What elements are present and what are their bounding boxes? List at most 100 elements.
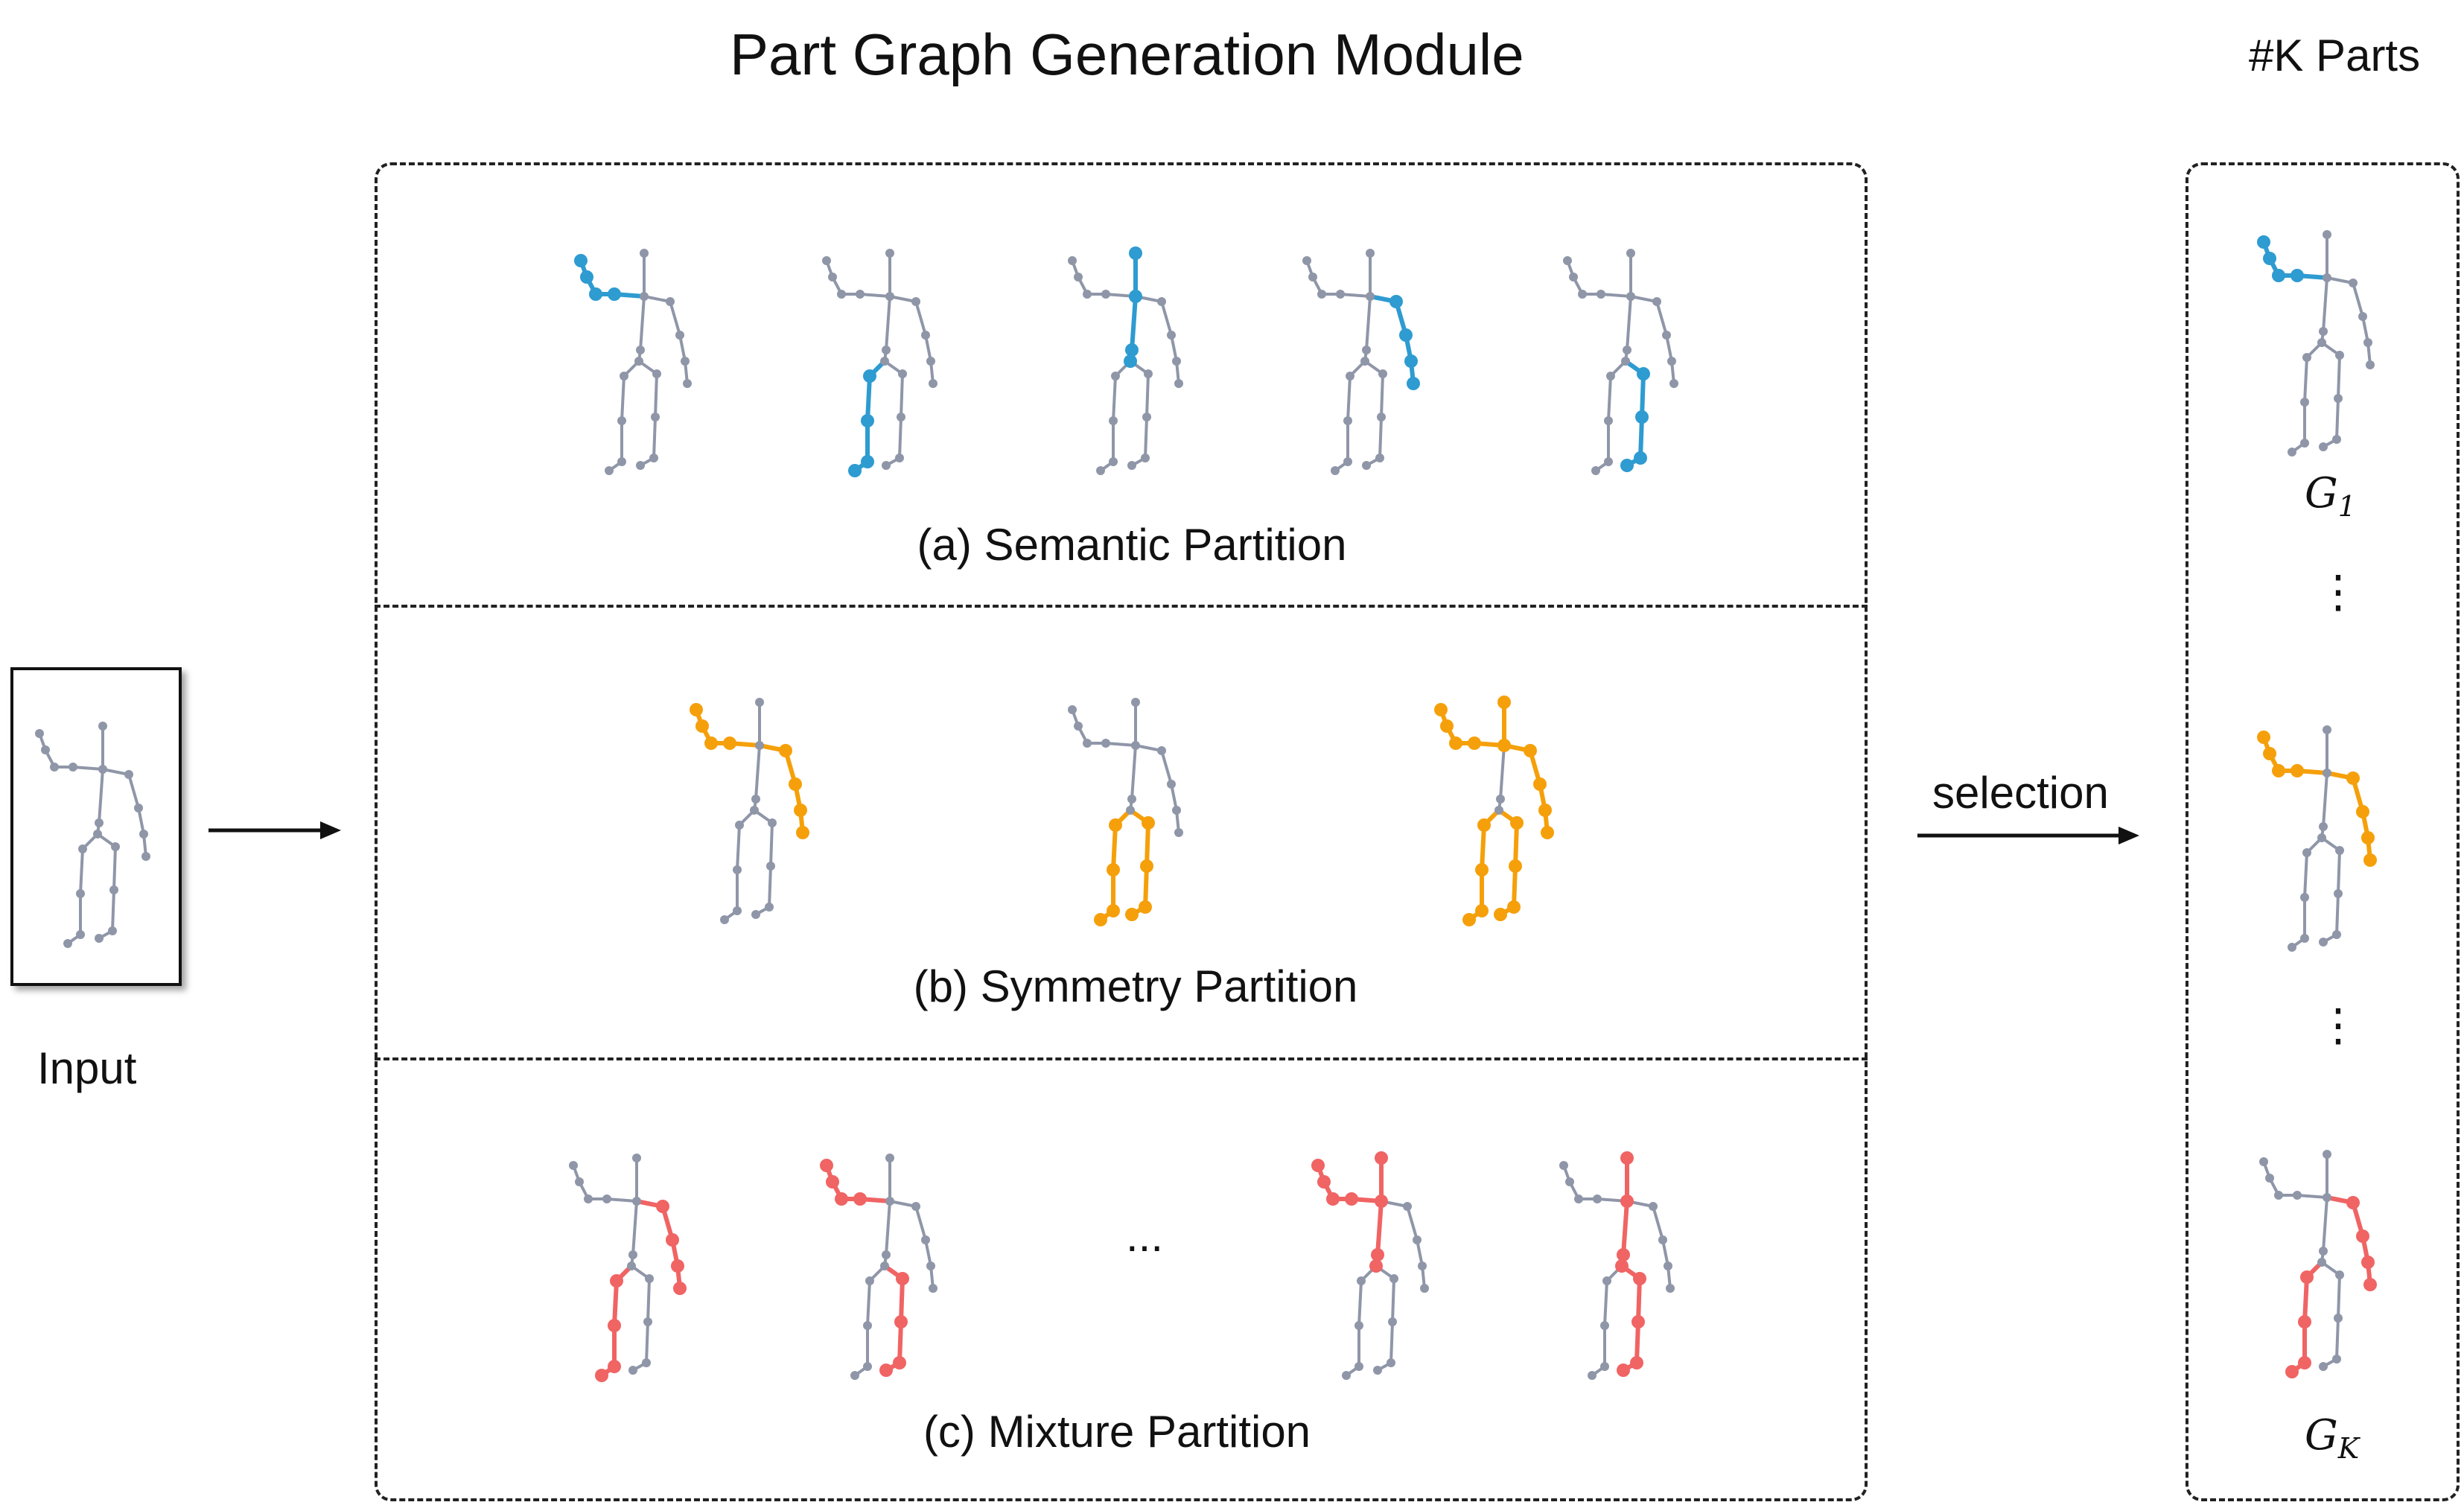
joint	[2290, 269, 2304, 282]
joint	[2363, 1278, 2377, 1291]
bone	[112, 845, 117, 891]
joint	[2323, 725, 2331, 734]
bone	[866, 1279, 871, 1327]
joint	[1510, 816, 1524, 830]
joint	[584, 1194, 593, 1203]
joint	[1336, 290, 1345, 299]
joint	[1468, 736, 1481, 750]
joint	[1366, 292, 1375, 301]
joint	[2317, 833, 2326, 842]
joint	[2288, 943, 2296, 952]
bone	[1378, 416, 1383, 459]
joint	[1664, 1262, 1672, 1270]
joint	[921, 331, 930, 340]
joint	[768, 818, 777, 827]
joint	[1604, 457, 1613, 466]
joint	[1626, 292, 1635, 301]
joint	[2366, 360, 2375, 369]
joint	[1507, 900, 1521, 914]
joint	[911, 1202, 920, 1211]
joint	[1326, 1192, 1340, 1206]
joint	[1378, 369, 1387, 378]
joint	[929, 379, 937, 388]
joint	[2257, 235, 2270, 249]
bone	[71, 766, 104, 771]
joint	[1172, 357, 1181, 366]
joint	[1107, 863, 1120, 877]
joint	[1449, 736, 1462, 750]
joint	[1131, 741, 1140, 750]
bone	[669, 300, 681, 337]
joint	[1342, 1371, 1351, 1380]
joint	[835, 1192, 848, 1206]
joint	[1126, 806, 1135, 815]
joint	[1167, 780, 1176, 789]
joint	[2323, 769, 2331, 777]
bone	[1480, 823, 1486, 872]
bone	[1144, 416, 1148, 459]
joint	[1371, 1248, 1384, 1262]
joint	[2349, 279, 2358, 287]
joint	[1524, 744, 1537, 757]
bone	[1346, 375, 1352, 422]
joint	[861, 455, 874, 468]
joint	[78, 844, 87, 853]
joint	[879, 1364, 893, 1377]
joint	[1596, 290, 1605, 299]
joint	[1141, 454, 1150, 462]
joint	[1541, 826, 1554, 839]
mixture-partition-label: (c) Mixture Partition	[923, 1407, 1311, 1457]
joint	[41, 745, 50, 754]
joint	[1140, 859, 1153, 873]
bone	[2303, 356, 2308, 404]
joint	[1389, 295, 1403, 308]
joint	[1375, 454, 1384, 462]
joint	[675, 331, 684, 340]
semantic-skeleton-4	[1302, 249, 1420, 475]
joint	[1157, 746, 1166, 755]
vertical-dots-2: ⋮	[2316, 1000, 2360, 1050]
joint	[1652, 297, 1661, 306]
joint	[1588, 1371, 1596, 1380]
joint	[2356, 1229, 2369, 1243]
joint	[1631, 1315, 1645, 1329]
joint	[1142, 413, 1151, 421]
input-arrow	[208, 821, 341, 839]
joint	[640, 292, 649, 301]
joint	[620, 372, 628, 381]
bone	[859, 293, 891, 298]
joint	[2323, 1193, 2331, 1202]
bone	[1512, 864, 1518, 909]
joint	[1354, 1362, 1363, 1371]
joint	[1440, 719, 1454, 733]
mixture-skeleton-3	[1311, 1151, 1429, 1380]
joint	[632, 1197, 641, 1206]
joint	[1403, 1202, 1412, 1211]
joint	[1404, 354, 1418, 368]
joint	[1634, 451, 1647, 465]
bone	[1112, 375, 1117, 422]
semantic-skeleton-3	[1068, 246, 1183, 475]
bone	[1406, 1205, 1419, 1241]
k-parts-label: #K Parts	[2249, 31, 2421, 80]
input-skeleton	[35, 722, 150, 948]
joint	[673, 1282, 687, 1295]
joint	[2346, 1196, 2360, 1209]
joint	[853, 1192, 867, 1206]
joint	[837, 290, 846, 299]
joint	[882, 461, 891, 470]
joint	[1662, 331, 1671, 340]
joint	[636, 346, 645, 354]
bone	[1130, 744, 1137, 801]
joint	[1375, 1194, 1388, 1208]
joint	[723, 736, 736, 750]
joint	[1331, 466, 1340, 475]
bone	[79, 847, 84, 895]
joint	[704, 736, 718, 750]
joint	[1617, 1364, 1630, 1377]
bone	[646, 1277, 651, 1323]
joint	[76, 889, 85, 898]
joint	[822, 256, 831, 265]
joint	[2274, 1191, 2283, 1200]
bone	[605, 1197, 638, 1203]
